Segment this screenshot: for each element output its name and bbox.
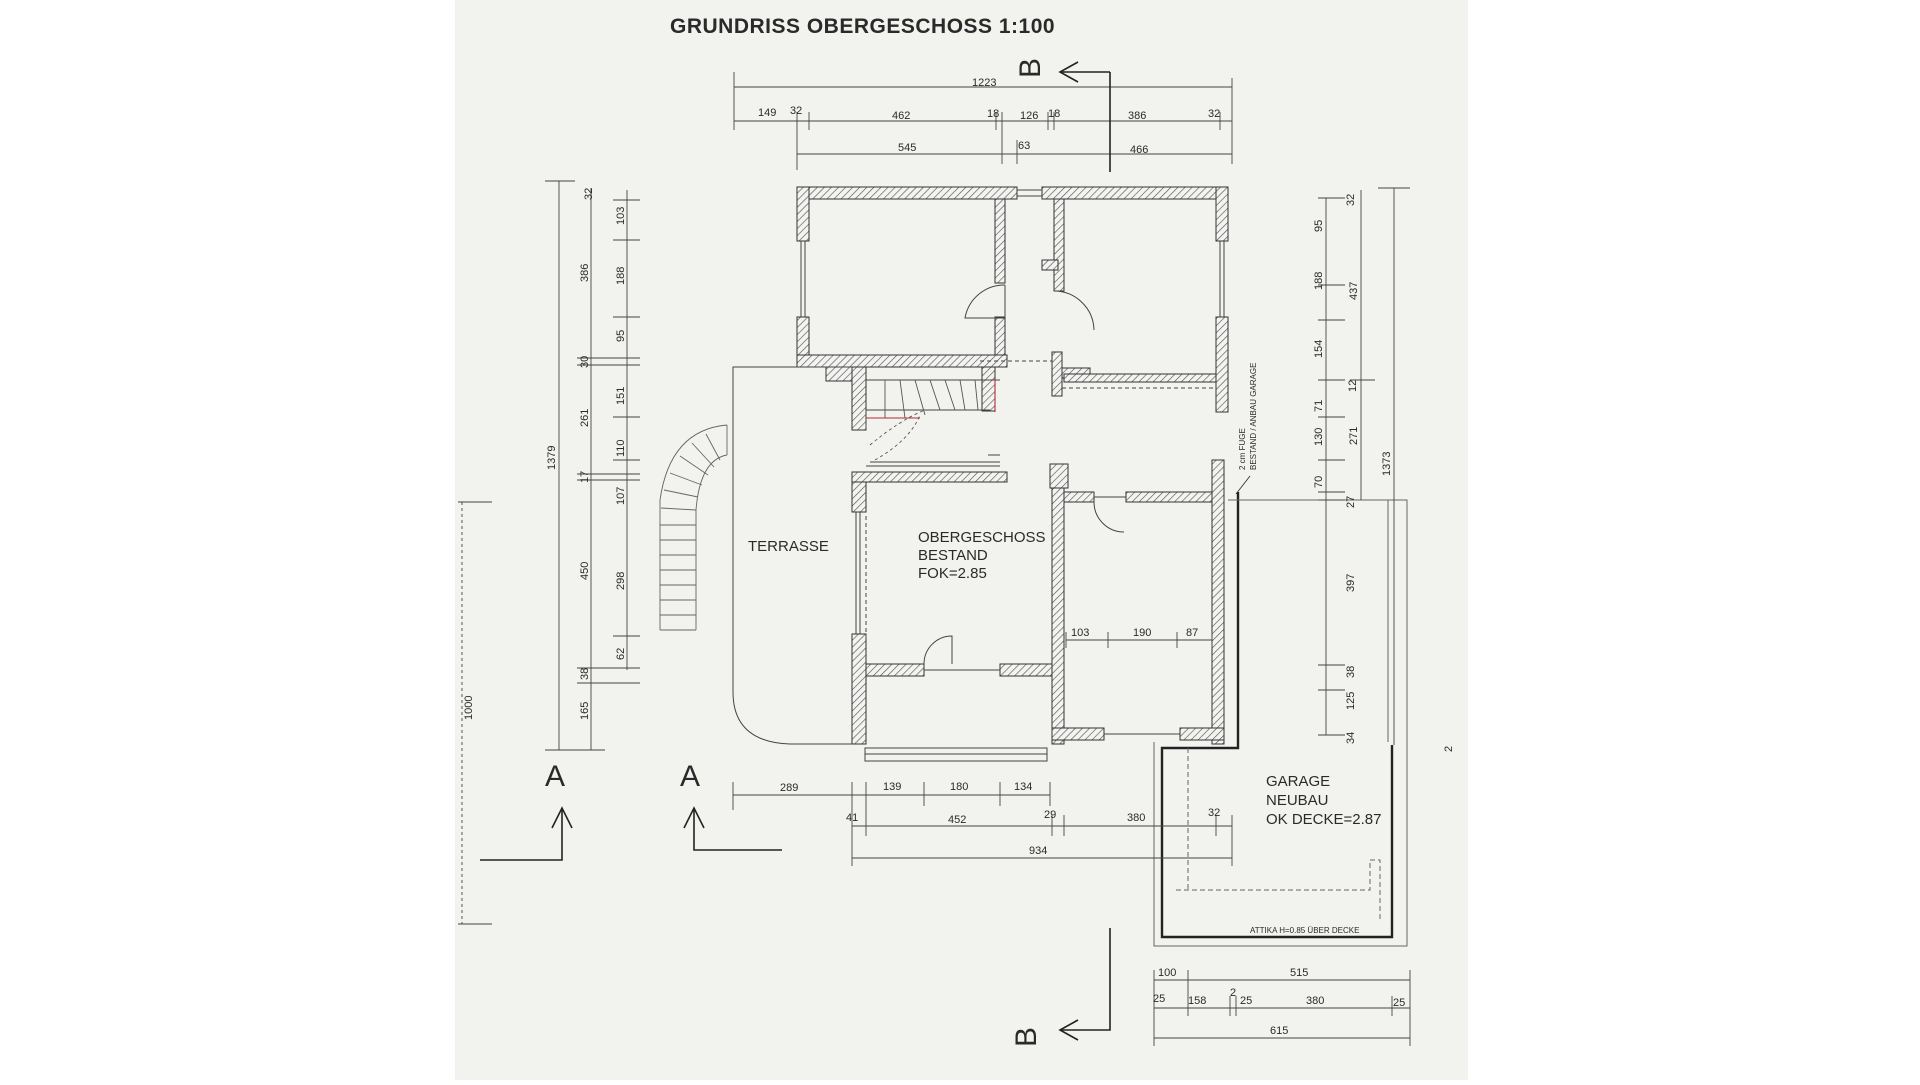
dim-bottom-139: 139 [883, 781, 901, 793]
dim-bottom-289: 289 [780, 782, 798, 794]
section-arrows [480, 61, 1111, 1041]
dim-top-126: 126 [1020, 110, 1038, 122]
dim-left-151: 151 [615, 387, 627, 405]
dim-garage-158: 158 [1188, 995, 1206, 1007]
section-a-left-label: A [545, 760, 565, 793]
dim-bottom-29: 29 [1044, 809, 1056, 821]
neubau-label: NEUBAU [1266, 792, 1329, 809]
dimension-lines [458, 72, 1411, 1046]
garage-walls [1160, 492, 1394, 939]
door-swings [923, 284, 1125, 665]
drawing-title: GRUNDRISS OBERGESCHOSS 1:100 [670, 15, 1055, 38]
dim-left-1000: 1000 [463, 696, 475, 720]
dim-bottom-32: 32 [1208, 807, 1220, 819]
dim-right-27: 27 [1345, 496, 1357, 508]
dim-right-32: 32 [1345, 194, 1357, 206]
dim-top-466: 466 [1130, 144, 1148, 156]
attika-note: ATTIKA H=0.85 ÜBER DECKE [1250, 926, 1359, 935]
fuge-note-line1: 2 cm FUGE [1238, 428, 1247, 470]
dim-garage-515: 515 [1290, 967, 1308, 979]
dim-bottom-180: 180 [950, 781, 968, 793]
dim-top-18b: 18 [1048, 108, 1060, 120]
dim-left-1379: 1379 [546, 446, 558, 470]
dim-bottom-41: 41 [846, 812, 858, 824]
fuge-arrow [1235, 475, 1251, 495]
dim-top-545: 545 [898, 142, 916, 154]
dim-left-95: 95 [615, 330, 627, 342]
dim-left-30: 30 [579, 356, 591, 368]
dim-top-18a: 18 [987, 108, 999, 120]
interior-stair-treads [869, 379, 979, 461]
dim-bottom-934: 934 [1029, 845, 1047, 857]
dim-left-110: 110 [615, 439, 627, 457]
dim-garage-2: 2 [1230, 987, 1236, 999]
garage-label: GARAGE [1266, 773, 1330, 790]
dim-left-188: 188 [615, 267, 627, 285]
dim-right-437: 437 [1348, 282, 1360, 300]
ok-decke-label: OK DECKE=2.87 [1266, 811, 1381, 828]
spiral-staircase [659, 424, 728, 631]
dim-right-38: 38 [1345, 666, 1357, 678]
dim-left-32: 32 [583, 188, 595, 200]
dim-top-32a: 32 [790, 105, 802, 117]
paper-sheet [455, 0, 1468, 1080]
interior-staircase [866, 378, 996, 419]
dim-garage-25b: 25 [1240, 995, 1252, 1007]
fuge-note-line2: BESTAND / ANBAU GARAGE [1249, 363, 1258, 470]
dim-right-188: 188 [1313, 272, 1325, 290]
dim-right-130: 130 [1313, 428, 1325, 446]
dim-left-298: 298 [615, 572, 627, 590]
dim-top-63: 63 [1018, 140, 1030, 152]
dim-left-450: 450 [579, 562, 591, 580]
dim-right-95: 95 [1313, 220, 1325, 232]
dim-left-386: 386 [579, 264, 591, 282]
terrasse-label: TERRASSE [748, 538, 829, 555]
fok-label: FOK=2.85 [918, 565, 987, 582]
dim-top-462: 462 [892, 110, 910, 122]
dim-bottom-452: 452 [948, 814, 966, 826]
thin-lines [732, 189, 1225, 762]
dim-bottom-134: 134 [1014, 781, 1032, 793]
dim-right-edge-2: 2 [1443, 746, 1455, 752]
dim-right-70: 70 [1313, 476, 1325, 488]
dim-left-62: 62 [615, 648, 627, 660]
dim-right-1373: 1373 [1381, 452, 1393, 476]
dim-right-125: 125 [1345, 692, 1357, 710]
dim-garage-25a: 25 [1153, 993, 1165, 1005]
dim-room-87: 87 [1186, 627, 1198, 639]
dim-left-261: 261 [579, 409, 591, 427]
section-b-top-label: B [1014, 58, 1047, 78]
dim-right-154: 154 [1313, 340, 1325, 358]
dim-garage-100: 100 [1158, 967, 1176, 979]
dim-left-103: 103 [615, 207, 627, 225]
dim-left-107: 107 [615, 487, 627, 505]
dim-garage-380: 380 [1306, 995, 1324, 1007]
dim-top-32b: 32 [1208, 108, 1220, 120]
dim-top-total: 1223 [972, 77, 996, 89]
garage-outline [1153, 499, 1408, 947]
dim-left-17: 17 [579, 471, 591, 483]
dim-right-34: 34 [1345, 732, 1357, 744]
dim-top-386: 386 [1128, 110, 1146, 122]
dim-bottom-380: 380 [1127, 812, 1145, 824]
walls [796, 186, 1229, 745]
dim-left-165: 165 [579, 702, 591, 720]
dim-garage-25c: 25 [1393, 997, 1405, 1009]
dim-room-190: 190 [1133, 627, 1151, 639]
dim-garage-615: 615 [1270, 1025, 1288, 1037]
dim-right-271: 271 [1348, 427, 1360, 445]
section-a-right-label: A [680, 760, 700, 793]
dim-right-12: 12 [1347, 380, 1359, 392]
dim-right-397: 397 [1345, 574, 1357, 592]
section-b-bottom-label: B [1010, 1027, 1043, 1047]
dim-room-103: 103 [1071, 627, 1089, 639]
obergeschoss-label: OBERGESCHOSS [918, 529, 1046, 546]
dim-top-149: 149 [758, 107, 776, 119]
dim-right-71: 71 [1313, 400, 1325, 412]
dim-left-38: 38 [579, 668, 591, 680]
bestand-label: BESTAND [918, 547, 988, 564]
